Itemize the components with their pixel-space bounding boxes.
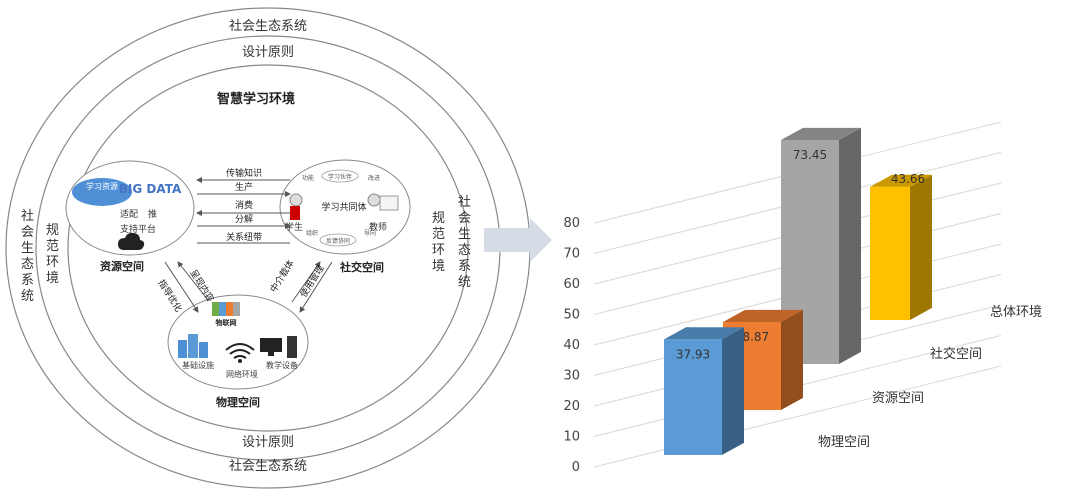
bar-chart-3d: 0102030405060708073.45社交空间43.66总体环境28.87… [563,121,1042,475]
network-label: 网络环境 [226,369,258,379]
right-inner-side-label: 规范环境 [432,211,445,274]
flow-label-5: 关系纽带 [226,231,262,243]
bar-side [839,127,861,364]
left-down-arrow [164,261,199,313]
social-space: 功能 学习伙伴 改进 组织 反馈协同 导向 学习共同体 学生 教师 社交空间 [279,159,411,274]
y-tick-label: 10 [563,430,580,445]
bar [664,339,722,455]
ring-top-outer-label: 社会生态系统 [229,18,307,34]
tag-ellipse-bottom [319,233,357,247]
left-up-label: 呈现内容 [187,267,216,304]
building-icon [178,334,208,358]
y-tick-label: 60 [563,277,580,292]
left-up-arrow [177,261,209,301]
bar [870,186,910,320]
flow-arrows [164,177,333,313]
flow-label-4: 分解 [235,213,253,225]
category-label: 社交空间 [930,346,982,362]
big-data-icon: BIG DATA [119,182,182,196]
resource-small-left: 适配 [120,209,138,220]
physical-space-label: 物理空间 [216,395,260,409]
physical-space: 物联网 基础设施 网络环境 教学设备 物理空间 [167,294,309,409]
tag-ellipse-top [321,169,359,183]
y-tick-label: 0 [572,460,580,475]
social-space-label: 社交空间 [339,260,384,274]
right-outer-side-label: 社会生态系统 [458,194,471,290]
data-label: 73.45 [793,148,827,162]
social-tag-5: 反馈协同 [326,237,350,245]
flow-label-1: 传输知识 [226,167,262,179]
y-tick-label: 50 [563,308,580,323]
bar-side [722,327,744,455]
resource-space-label: 资源空间 [100,259,144,273]
teacher-figure-icon [367,193,381,207]
left-inner-side-label: 规范环境 [46,223,59,286]
student-label: 学生 [285,221,303,233]
outer-ring [5,7,531,489]
learning-community-label: 学习共同体 [321,201,366,213]
y-tick-label: 20 [563,399,580,414]
category-label: 资源空间 [872,391,924,406]
bar-top [723,309,803,322]
left-outer-side-label: 社会生态系统 [21,208,34,304]
flow-label-3: 消费 [235,199,253,211]
teacher-label: 教师 [369,221,387,233]
flow-label-2: 生产 [235,181,253,193]
social-tag-3: 组织 [306,229,318,237]
physical-ellipse [167,294,309,390]
iot-label: 物联网 [216,318,237,327]
social-ellipse [279,159,411,255]
y-tick-label: 70 [563,247,580,262]
data-label: 43.66 [891,172,925,186]
category-label: 物理空间 [818,435,870,450]
right-up-arrow [291,261,321,303]
cloud-icon [72,178,132,206]
y-tick-label: 40 [563,338,580,353]
y-tick-label: 30 [563,369,580,384]
cloud-text: 学习资源 [86,181,118,191]
data-label: 37.93 [676,347,710,361]
infrastructure-label: 基础设施 [182,360,214,370]
bar-side [910,174,932,320]
gridline [593,365,1002,468]
left-down-label: 指导优化 [155,277,184,314]
core-title: 智慧学习环境 [217,91,295,107]
student-figure-body [290,206,300,220]
y-tick-label: 80 [563,216,580,231]
bar-side [781,309,803,410]
resource-small-right: 推 [148,208,157,220]
ring-bottom-outer-label: 社会生态系统 [229,458,307,474]
ring-top-inner-label: 设计原则 [242,45,294,60]
device-label: 教学设备 [266,360,298,370]
social-tag-2: 改进 [368,174,380,182]
wifi-dot [238,359,242,363]
right-down-arrow [299,261,333,313]
social-tag-0: 功能 [302,174,314,182]
iot-fan-icon [212,302,240,316]
right-arrow-icon [484,218,552,262]
right-up-label: 中介载体 [267,258,296,295]
bar-top [781,127,861,140]
board-icon [379,195,399,211]
social-tag-6: 导向 [364,229,376,237]
bar-top [664,327,744,340]
cloud-upload-icon [118,232,145,250]
support-platform-label: 支持平台 [120,223,156,235]
wifi-icon [225,343,255,359]
social-tag-1: 学习伙伴 [328,173,352,181]
inner-ring [67,64,469,432]
ring-bottom-inner-label: 设计原则 [242,435,294,450]
ecosystem-diagram: 社会生态系统 设计原则 设计原则 社会生态系统 社会生态系统 规范环境 规范环境… [5,7,531,489]
student-figure-icon [289,193,303,207]
category-label: 总体环境 [990,305,1042,320]
bar-top [870,174,932,187]
resource-space: 学习资源 BIG DATA 适配 推 支持平台 资源空间 [65,160,195,273]
computer-icon [260,336,297,358]
